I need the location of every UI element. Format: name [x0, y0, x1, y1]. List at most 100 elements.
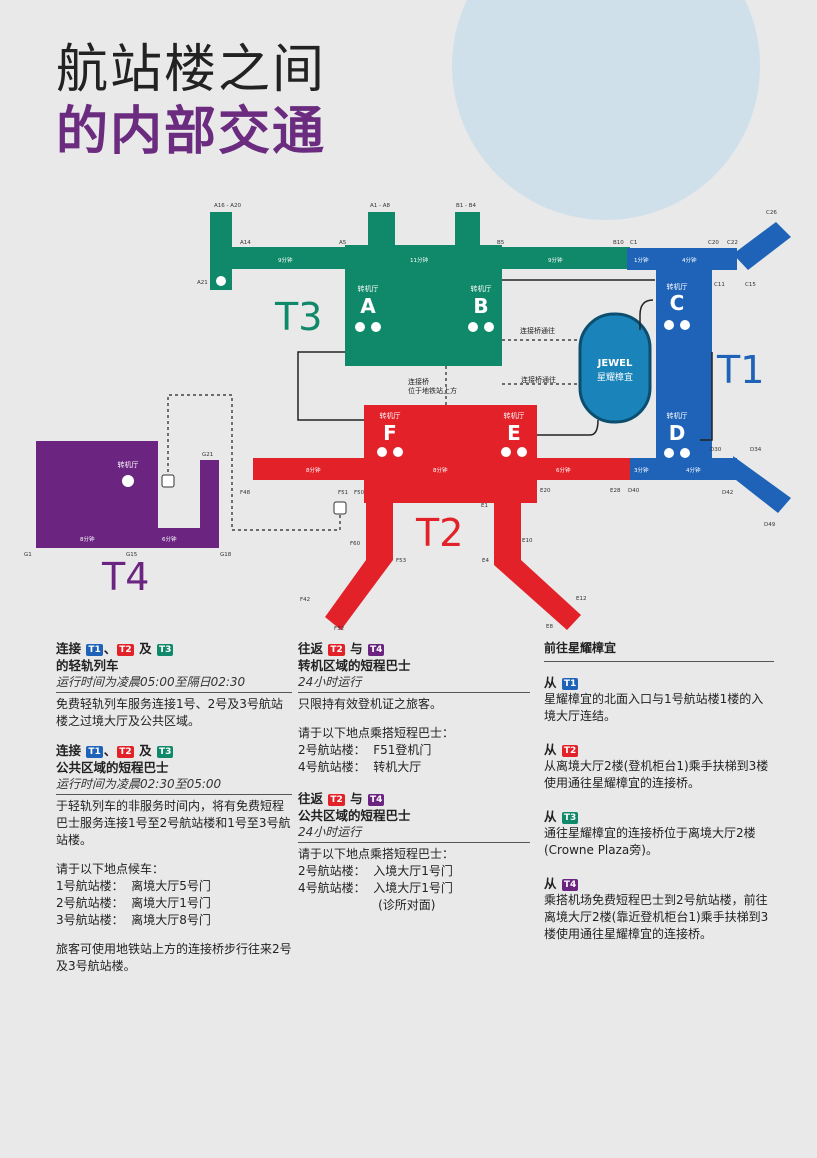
time-label: 6分钟: [162, 535, 177, 543]
tag-t3: T3: [561, 812, 579, 824]
jewel-label-cn: 星耀樟宜: [597, 371, 633, 383]
transit-label-a: 转机厅: [358, 284, 379, 293]
decorative-circle: [452, 0, 760, 220]
info-column-2: 往返 T2 与 T4 转机区域的短程巴士 24小时运行 只限持有效登机证之旅客。…: [298, 640, 530, 926]
gate-label: F53: [396, 558, 407, 564]
tag-t2: T2: [561, 745, 579, 757]
bridge-label-t3: 连接桥通往: [520, 326, 555, 335]
gate-label: A16 - A20: [214, 203, 242, 209]
terminal-t4-shape: [36, 441, 219, 548]
walk-paths: [167, 339, 580, 531]
tag-t3: T3: [156, 644, 174, 656]
time-label: 8分钟: [433, 466, 448, 474]
label-t4: T4: [101, 555, 149, 599]
tag-t3: T3: [156, 746, 174, 758]
tag-t2: T2: [117, 644, 134, 656]
transit-shuttle-hours: 24小时运行: [298, 674, 530, 693]
tag-t1: T1: [86, 746, 103, 758]
gate-label: F48: [240, 490, 251, 496]
public-t4-shuttle-hours: 24小时运行: [298, 824, 530, 843]
gate-label: D49: [764, 522, 776, 528]
jewel-heading: 前往星耀樟宜: [544, 640, 774, 662]
gate-label: A14: [240, 240, 251, 246]
info-column-3: 前往星耀樟宜 从 T1 星耀樟宜的北面入口与1号航站楼1楼的入境大厅连结。 从 …: [544, 640, 774, 955]
pier-e: E: [507, 421, 521, 445]
skytrain-lines: [297, 279, 713, 441]
terminal-t2-shape: [253, 405, 630, 630]
skytrain-heading: 连接 T1、T2 及 T3: [56, 641, 174, 656]
time-label: 11分钟: [410, 256, 428, 264]
gate-label: C20: [708, 240, 719, 246]
gate-label: C11: [714, 282, 725, 288]
gate-label: C26: [766, 210, 777, 216]
public-shuttle-heading: 连接 T1、T2 及 T3: [56, 743, 174, 758]
gate-label: E8: [546, 624, 553, 630]
public-t4-shuttle-heading: 往返 T2 与 T4: [298, 791, 385, 806]
gate-label: E10: [522, 538, 533, 544]
tag-t2: T2: [328, 644, 345, 656]
transit-label-t4: 转机厅: [118, 460, 139, 469]
skytrain-info: 连接 T1、T2 及 T3 的轻轨列车 运行时间为凌晨05:00至隔日02:30…: [56, 640, 292, 730]
gate-label: A5: [339, 240, 347, 246]
gate-label: B5: [497, 240, 505, 246]
gate-label: D34: [750, 447, 762, 453]
gate-label: E1: [481, 503, 488, 509]
from-t3: 从 T3 通往星耀樟宜的连接桥位于离境大厅2楼 (Crowne Plaza旁)。: [544, 809, 756, 857]
from-t1: 从 T1 星耀樟宜的北面入口与1号航站楼1楼的入境大厅连结。: [544, 675, 764, 723]
public-t4-shuttle-info: 往返 T2 与 T4 公共区域的短程巴士 24小时运行 请于以下地点乘搭短程巴士…: [298, 790, 530, 914]
info-column-1: 连接 T1、T2 及 T3 的轻轨列车 运行时间为凌晨05:00至隔日02:30…: [56, 640, 292, 987]
transit-label-b: 转机厅: [471, 284, 492, 293]
gate-label: F42: [300, 597, 310, 603]
time-label: 8分钟: [80, 535, 95, 543]
transit-label-e: 转机厅: [504, 411, 525, 420]
tag-t4: T4: [368, 794, 385, 806]
gate-label: F32: [334, 626, 344, 632]
time-label: 8分钟: [306, 466, 321, 474]
gate-label: E12: [576, 596, 586, 602]
pier-a: A: [360, 294, 376, 318]
tag-t4: T4: [561, 879, 579, 891]
time-label: 3分钟: [634, 466, 649, 474]
public-shuttle-body: 于轻轨列车的非服务时间内，将有免费短程巴士服务连接1号至2号航站楼和1号至3号航…: [56, 799, 291, 847]
public-shuttle-note: 旅客可使用地铁站上方的连接桥步行往来2号及3号航站楼。: [56, 942, 292, 973]
gate-label: G18: [220, 552, 232, 558]
gate-label: D42: [722, 490, 733, 496]
gate-label: G21: [202, 452, 213, 458]
transit-shuttle-info: 往返 T2 与 T4 转机区域的短程巴士 24小时运行 只限持有效登机证之旅客。…: [298, 640, 530, 776]
terminal-t1-shape: [627, 222, 791, 513]
jewel-label-en: JEWEL: [597, 358, 633, 369]
gate-label: E28: [610, 488, 621, 494]
pier-f: F: [383, 421, 397, 445]
terminal-map: JEWEL 星耀樟宜 T3 T1 T2 T4 A B C D F E 转机厅 转…: [24, 203, 791, 632]
public-shuttle-hours: 运行时间为凌晨02:30至05:00: [56, 776, 292, 795]
pier-c: C: [670, 291, 685, 315]
bridge-label-t2: 连接桥通往: [521, 375, 556, 384]
gate-label: E20: [540, 488, 551, 494]
time-label: 1分钟: [634, 256, 649, 264]
time-label: 6分钟: [556, 466, 571, 474]
gate-label: C22: [727, 240, 738, 246]
pier-d: D: [669, 421, 686, 445]
transit-shuttle-body: 只限持有效登机证之旅客。: [298, 697, 443, 711]
public-shuttle-info: 连接 T1、T2 及 T3 公共区域的短程巴士 运行时间为凌晨02:30至05:…: [56, 743, 292, 973]
jewel-shape: [578, 312, 652, 424]
transit-shuttle-heading: 往返 T2 与 T4: [298, 641, 385, 656]
label-t3: T3: [274, 295, 322, 339]
public-t4-shuttle-board: 请于以下地点乘搭短程巴士： 2号航站楼： 入境大厅1号门 4号航站楼： 入境大厅…: [298, 847, 455, 912]
time-label: 9分钟: [548, 256, 563, 264]
mrt-bridge-label: 连接桥位于地铁站上方: [408, 377, 457, 395]
gate-label: C1: [630, 240, 637, 246]
gate-label: C15: [745, 282, 756, 288]
tag-t2: T2: [117, 746, 134, 758]
gate-label: G1: [24, 552, 32, 558]
gate-label: F60: [350, 541, 361, 547]
tag-t4: T4: [368, 644, 385, 656]
public-shuttle-wait: 请于以下地点候车： 1号航站楼： 离境大厅5号门 2号航站楼： 离境大厅1号门 …: [56, 862, 211, 927]
tag-t1: T1: [561, 678, 579, 690]
tag-t2: T2: [328, 794, 345, 806]
time-label: 4分钟: [682, 256, 697, 264]
gate-label: D30: [710, 447, 722, 453]
gate-label: F50: [354, 490, 365, 496]
gate-label: B10: [613, 240, 624, 246]
transit-label-c: 转机厅: [667, 282, 688, 291]
